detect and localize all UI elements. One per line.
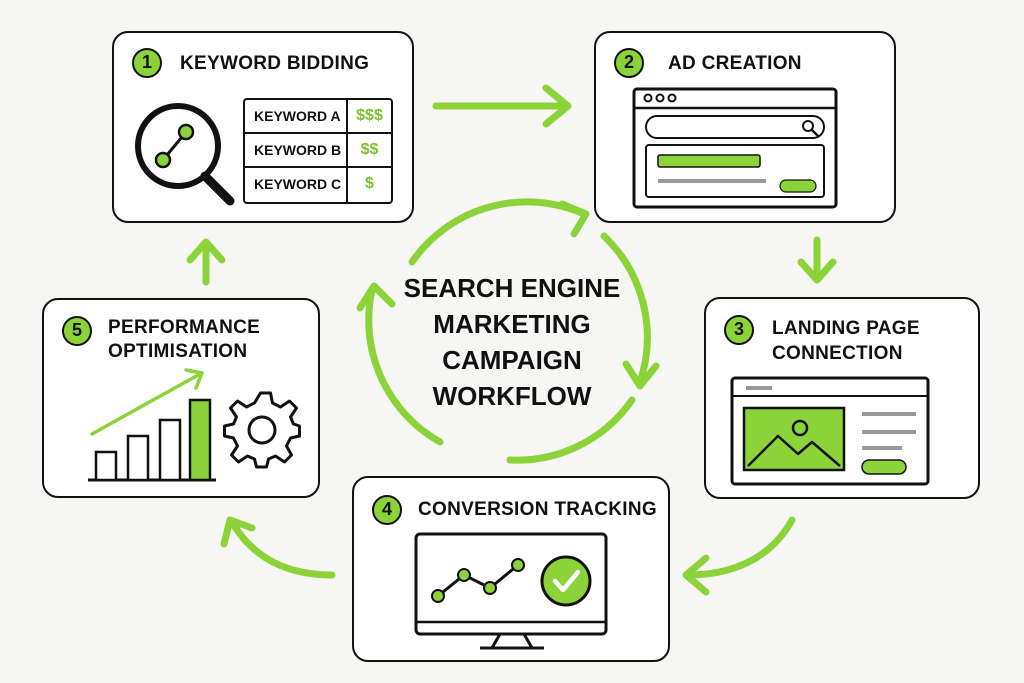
- center-title-line: SEARCH ENGINE: [403, 273, 621, 303]
- keyword-cell: KEYWORD C: [245, 168, 348, 202]
- table-row: KEYWORD B $$: [245, 134, 391, 168]
- table-row: KEYWORD A $$$: [245, 100, 391, 134]
- step-number: 2: [614, 48, 644, 78]
- step-number: 4: [372, 495, 402, 525]
- step-title: AD CREATION: [668, 53, 802, 74]
- search-icon: [802, 120, 814, 132]
- arrow-icon: [432, 84, 572, 128]
- step-number: 3: [724, 315, 754, 345]
- step-title-line: OPTIMISATION: [108, 341, 248, 362]
- step-title-line: LANDING PAGE: [772, 318, 920, 339]
- arrow-icon: [506, 396, 636, 464]
- arrow-icon: [682, 516, 796, 596]
- step-number: 1: [132, 48, 162, 78]
- arrow-icon: [797, 236, 837, 284]
- arrow-icon: [186, 238, 226, 286]
- bid-cell: $$$: [356, 107, 383, 124]
- center-title-line: CAMPAIGN: [442, 345, 582, 375]
- bid-cell: $$: [360, 141, 379, 158]
- step-title: CONVERSION TRACKING: [418, 499, 657, 520]
- center-title-line: WORKFLOW: [432, 381, 592, 411]
- arrow-icon: [220, 516, 336, 579]
- step-performance-optimisation: 5 PERFORMANCE OPTIMISATION: [42, 298, 320, 498]
- gear-icon: [223, 391, 301, 469]
- center-title-line: MARKETING: [433, 309, 591, 339]
- center-title: SEARCH ENGINE MARKETING CAMPAIGN WORKFLO…: [392, 270, 632, 414]
- arrow-icon: [600, 232, 660, 390]
- step-keyword-bidding: 1 KEYWORD BIDDING: [112, 31, 414, 223]
- step-number: 5: [62, 316, 92, 346]
- step-title-line: PERFORMANCE: [108, 317, 261, 338]
- keyword-cell: KEYWORD B: [245, 134, 348, 166]
- bid-cell: $: [365, 175, 374, 192]
- check-circle-icon: [540, 555, 592, 607]
- step-title: KEYWORD BIDDING: [180, 53, 370, 74]
- step-title-line: CONNECTION: [772, 343, 903, 364]
- arrow-icon: [408, 198, 590, 266]
- table-row: KEYWORD C $: [245, 168, 391, 202]
- arrow-icon: [356, 282, 444, 446]
- keyword-table: KEYWORD A $$$ KEYWORD B $$ KEYWORD C $: [243, 98, 393, 204]
- keyword-cell: KEYWORD A: [245, 100, 348, 132]
